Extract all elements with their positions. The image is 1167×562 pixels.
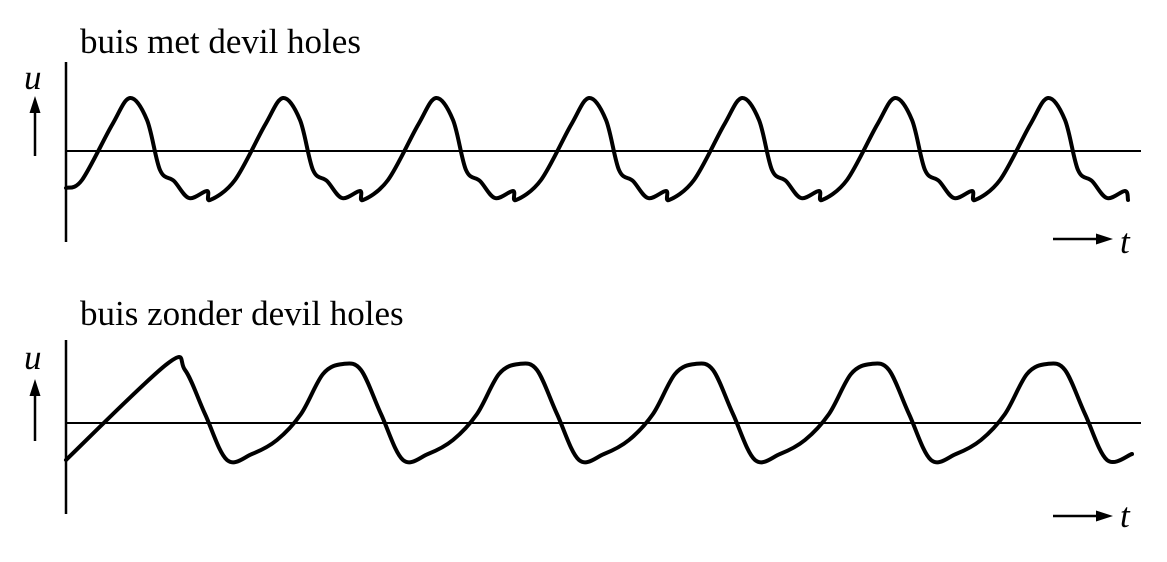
- x-axis-arrow: [1053, 233, 1113, 245]
- y-axis-arrow: [29, 96, 41, 156]
- chart-title: buis met devil holes: [80, 22, 361, 61]
- panel-without-devil-holes: buis zonder devil holes u t: [0, 290, 1167, 562]
- panel-with-devil-holes: buis met devil holes u t: [0, 0, 1167, 270]
- waveform-plot: [29, 340, 1141, 522]
- y-axis-label: u: [24, 58, 42, 97]
- x-axis-label: t: [1120, 222, 1130, 261]
- waveform-plot: [29, 62, 1141, 245]
- chart-title: buis zonder devil holes: [80, 294, 404, 333]
- signal-curve: [64, 355, 1134, 465]
- y-axis-label: u: [24, 338, 42, 377]
- y-axis-arrow: [29, 379, 41, 441]
- x-axis-arrow: [1053, 510, 1113, 522]
- signal-curve: [64, 96, 1130, 203]
- x-axis-label: t: [1120, 496, 1130, 535]
